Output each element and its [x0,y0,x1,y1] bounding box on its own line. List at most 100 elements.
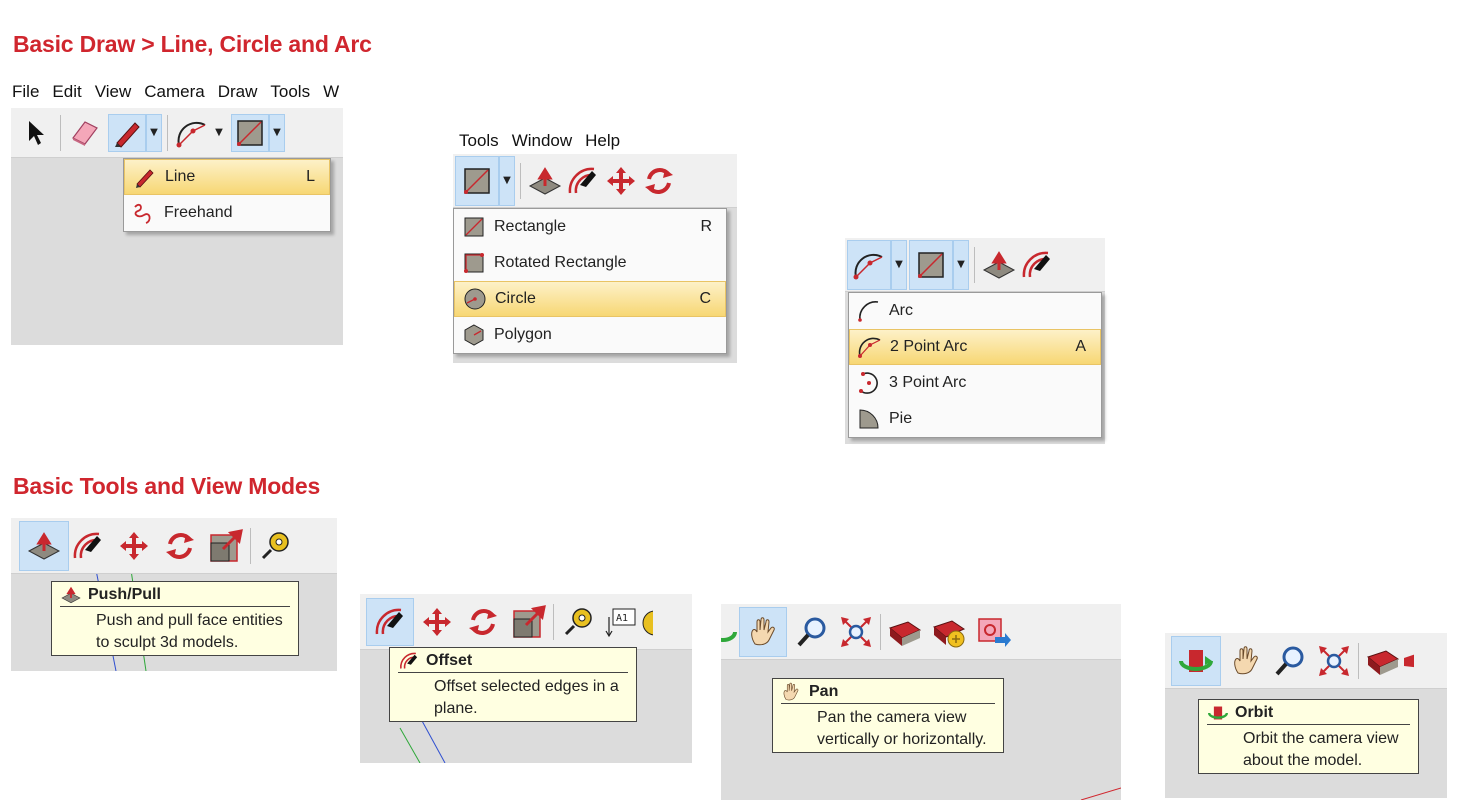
pencil-icon [115,121,140,148]
arc-tool-button[interactable] [847,239,891,290]
rectangle-tool-button[interactable] [455,155,499,206]
toolbar-shapes: ▼ [453,154,737,208]
toolbar-camera-2 [1165,633,1447,689]
orbit-icon [721,631,737,642]
toolbar-camera-1 [721,604,1121,660]
toolbar-tools-2: A1 [360,594,692,650]
tooltip-title: Offset [426,652,473,669]
tooltip-title: Orbit [1235,704,1274,721]
zoom-tool-button[interactable] [793,613,831,651]
pan-tool-button[interactable] [739,606,787,657]
push-pull-tool-button[interactable] [19,520,69,571]
menu-window[interactable]: Window [511,131,573,150]
hand-icon [751,616,775,645]
arc-tool-button[interactable] [173,114,211,152]
menu-item-3-point-arc[interactable]: 3 Point Arc [849,365,1101,401]
menu-view[interactable]: View [94,82,132,101]
orbit-tool-button[interactable] [1171,635,1221,686]
zoom-extents-tool-button[interactable] [1315,642,1353,680]
rectangle-tool-button[interactable] [909,239,953,290]
menu-item-rotated-rectangle[interactable]: Rotated Rectangle [454,245,726,281]
zoom-tool-button[interactable] [1271,642,1309,680]
eraser-tool-button[interactable] [66,114,104,152]
section-heading-tools: Basic Tools and View Modes [13,473,321,499]
menu-edit[interactable]: Edit [52,82,82,101]
move-tool-button[interactable] [602,162,640,200]
zoom-extents-tool-button[interactable] [837,613,875,651]
menu-tools[interactable]: Tools [270,82,311,101]
next-tool-button[interactable] [639,603,653,641]
select-tool-button[interactable] [17,114,55,152]
share-model-tool-button[interactable] [930,613,968,651]
rectangle-icon [918,251,944,278]
rotate-tool-button[interactable] [640,162,678,200]
offset-tool-button[interactable] [564,162,602,200]
menu-camera[interactable]: Camera [144,82,205,101]
move-icon [423,607,451,636]
tape-measure-tool-button[interactable] [256,527,294,565]
menu-window[interactable]: W [323,82,340,101]
menu-item-polygon[interactable]: Polygon [454,317,726,353]
rotate-icon [166,532,194,559]
zoom-extents-icon [841,616,871,647]
arrow-cursor-icon [29,120,44,145]
menu-file[interactable]: File [12,82,40,101]
warehouse-tool-button[interactable] [1364,642,1402,680]
rectangle-tool-button[interactable] [231,113,269,152]
warehouse-icon [888,620,922,646]
rotate-tool-button[interactable] [464,603,502,641]
scale-icon [513,604,546,638]
tape-measure-tool-button[interactable] [559,603,597,641]
line-dropdown-menu: Line L Freehand [123,158,331,232]
warehouse-tool-button[interactable] [886,613,924,651]
scale-tool-button[interactable] [510,603,548,641]
menu-item-line[interactable]: Line L [124,159,330,195]
text-tool-button[interactable]: A1 [601,603,639,641]
menu-item-2-point-arc[interactable]: 2 Point Arc A [849,329,1101,365]
share-model-icon [932,619,966,647]
offset-tool-button[interactable] [366,597,414,646]
polygon-icon [464,324,484,346]
arc-tool-dropdown[interactable]: ▼ [891,239,907,290]
orbit-tool-button[interactable] [721,613,737,651]
offset-tool-button[interactable] [1018,246,1056,284]
rotate-tool-button[interactable] [161,527,199,565]
menu-item-freehand[interactable]: Freehand [124,195,330,231]
share-model-tool-button[interactable] [1402,642,1414,680]
toolbar-arcs: ▼ ▼ [845,238,1105,292]
menu-help[interactable]: Help [585,131,621,150]
line-tool-button[interactable] [108,113,146,152]
menu-draw[interactable]: Draw [217,82,258,101]
move-tool-button[interactable] [115,527,153,565]
push-pull-tool-button[interactable] [980,246,1018,284]
arc-dropdown-menu: Arc 2 Point Arc A 3 Point Arc Pie [848,292,1102,438]
menu-tools[interactable]: Tools [459,131,499,150]
scale-tool-button[interactable] [207,527,245,565]
move-tool-button[interactable] [418,603,456,641]
pan-tool-button[interactable] [1227,642,1265,680]
menu-item-arc[interactable]: Arc [849,293,1101,329]
orbit-icon [1179,649,1213,672]
menu-item-rectangle[interactable]: Rectangle R [454,209,726,245]
extension-warehouse-tool-button[interactable] [974,613,1012,651]
push-pull-icon [61,586,81,604]
shape-dropdown-menu: Rectangle R Rotated Rectangle Circle C P… [453,208,727,354]
offset-tool-button[interactable] [69,527,107,565]
push-pull-tool-button[interactable] [526,162,564,200]
line-tool-dropdown[interactable]: ▼ [146,113,162,152]
rectangle-tool-dropdown[interactable]: ▼ [499,155,515,206]
menu-bar: File Edit View Camera Draw Tools W [12,82,352,102]
move-icon [120,531,148,560]
rectangle-tool-dropdown[interactable]: ▼ [269,113,285,152]
rectangle-tool-dropdown[interactable]: ▼ [953,239,969,290]
text-label-icon: A1 [605,608,636,637]
menu-item-pie[interactable]: Pie [849,401,1101,437]
arc-tool-dropdown[interactable]: ▼ [215,127,223,138]
menu-item-circle[interactable]: Circle C [454,281,726,317]
